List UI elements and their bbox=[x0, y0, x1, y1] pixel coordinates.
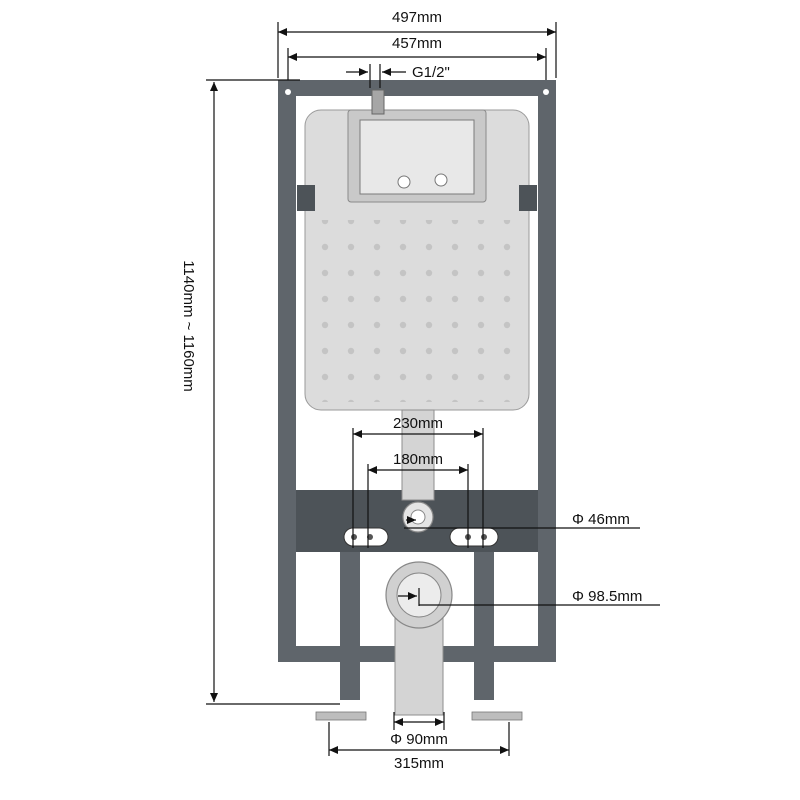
dimension-497: 497mm bbox=[277, 9, 557, 78]
dimension-46: Φ 46mm bbox=[404, 511, 640, 529]
cistern-tank bbox=[297, 89, 537, 411]
bolt-slots bbox=[343, 527, 499, 547]
label-outlet: Φ 98.5mm bbox=[572, 588, 642, 605]
tank-port-right-icon bbox=[434, 173, 448, 187]
label-width-inner: 457mm bbox=[392, 35, 442, 52]
feet bbox=[315, 711, 523, 721]
dimension-90: Φ 90mm bbox=[390, 712, 448, 748]
label-width-outer: 497mm bbox=[392, 9, 442, 26]
label-span-outer: 230mm bbox=[393, 415, 443, 432]
dimension-98: Φ 98.5mm bbox=[398, 588, 660, 606]
dimension-180: 180mm bbox=[367, 451, 469, 548]
label-span-inner: 180mm bbox=[393, 451, 443, 468]
dimension-230: 230mm bbox=[352, 415, 484, 548]
label-inlet: G1/2" bbox=[412, 64, 450, 81]
dimension-height: 1140mm ~ 1160mm bbox=[180, 79, 340, 705]
dimension-315: 315mm bbox=[328, 722, 510, 772]
label-height: 1140mm ~ 1160mm bbox=[180, 260, 197, 392]
dimension-457: 457mm bbox=[287, 35, 547, 80]
dimension-inlet: G1/2" bbox=[346, 64, 450, 88]
label-bolt-hole: Φ 46mm bbox=[572, 511, 630, 528]
flush-pipe bbox=[401, 409, 435, 533]
label-pipe: Φ 90mm bbox=[390, 731, 448, 748]
label-feet-span: 315mm bbox=[394, 755, 444, 772]
drain-outlet bbox=[385, 561, 453, 716]
tank-port-left-icon bbox=[397, 175, 411, 189]
